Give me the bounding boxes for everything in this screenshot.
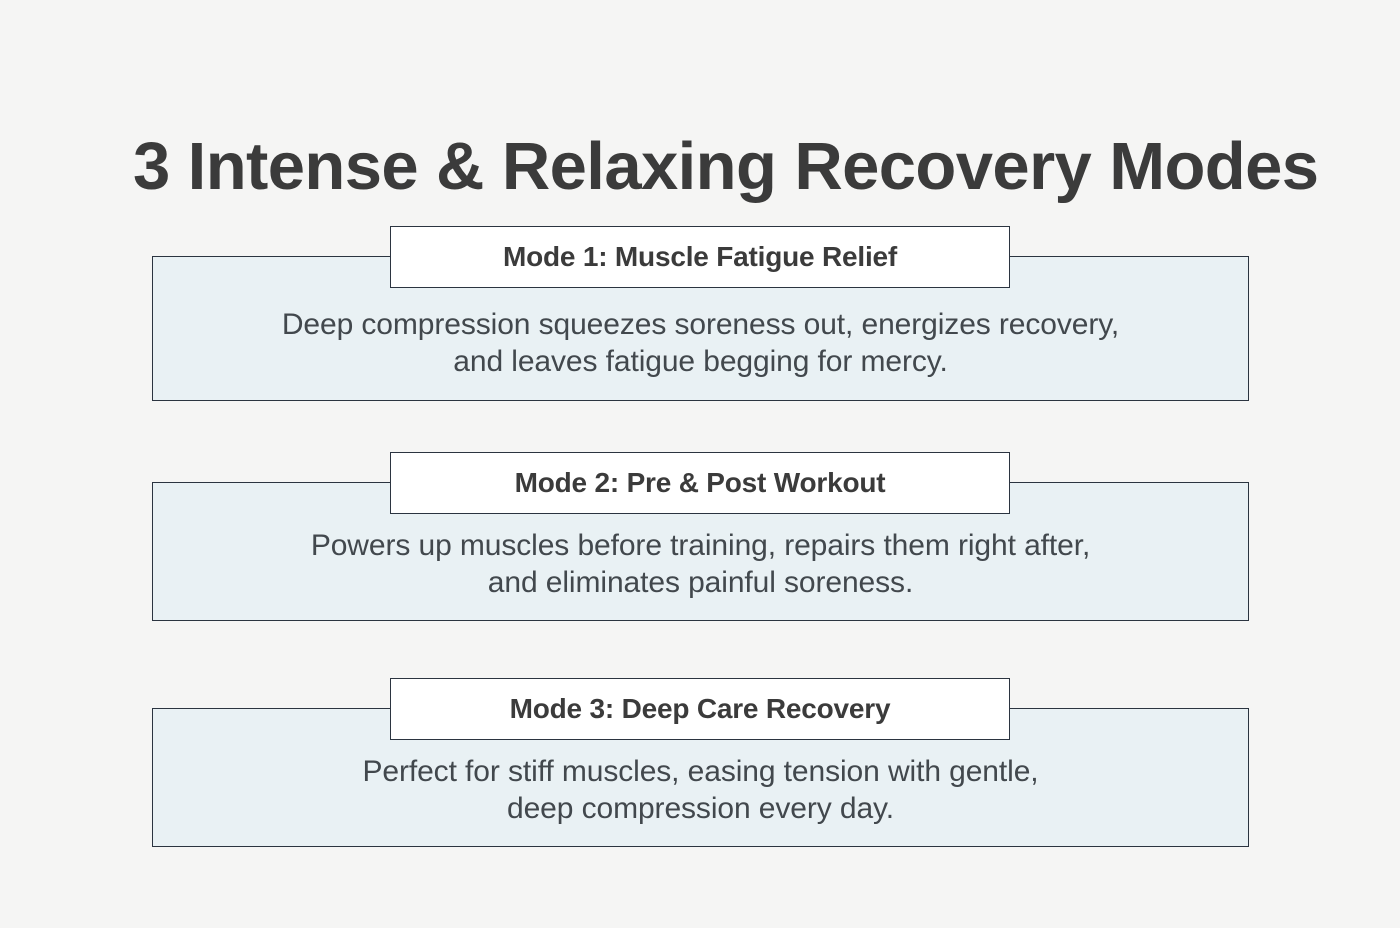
mode-2-header: Mode 2: Pre & Post Workout [390,452,1010,514]
mode-1-body-line-2: and leaves fatigue begging for mercy. [453,345,948,378]
mode-2-header-label: Mode 2: Pre & Post Workout [514,467,886,498]
mode-1-header: Mode 1: Muscle Fatigue Relief [390,226,1010,288]
mode-3-header-label: Mode 3: Deep Care Recovery [509,693,891,724]
mode-2-body-line-1: Powers up muscles before training, repai… [310,529,1091,562]
mode-1-header-label: Mode 1: Muscle Fatigue Relief [502,241,898,272]
mode-1-body: Deep compression squeezes soreness out, … [153,306,1248,380]
mode-2-body-line-2: and eliminates painful soreness. [487,566,914,599]
mode-2-body: Powers up muscles before training, repai… [153,527,1248,601]
mode-1-body-line-1: Deep compression squeezes soreness out, … [281,308,1120,341]
mode-3-header: Mode 3: Deep Care Recovery [390,678,1010,740]
mode-3-body: Perfect for stiff muscles, easing tensio… [153,753,1248,827]
page-title: 3 Intense & Relaxing Recovery Modes [133,128,1319,204]
mode-3-body-line-1: Perfect for stiff muscles, easing tensio… [362,755,1039,788]
mode-3-body-line-2: deep compression every day. [507,792,894,825]
